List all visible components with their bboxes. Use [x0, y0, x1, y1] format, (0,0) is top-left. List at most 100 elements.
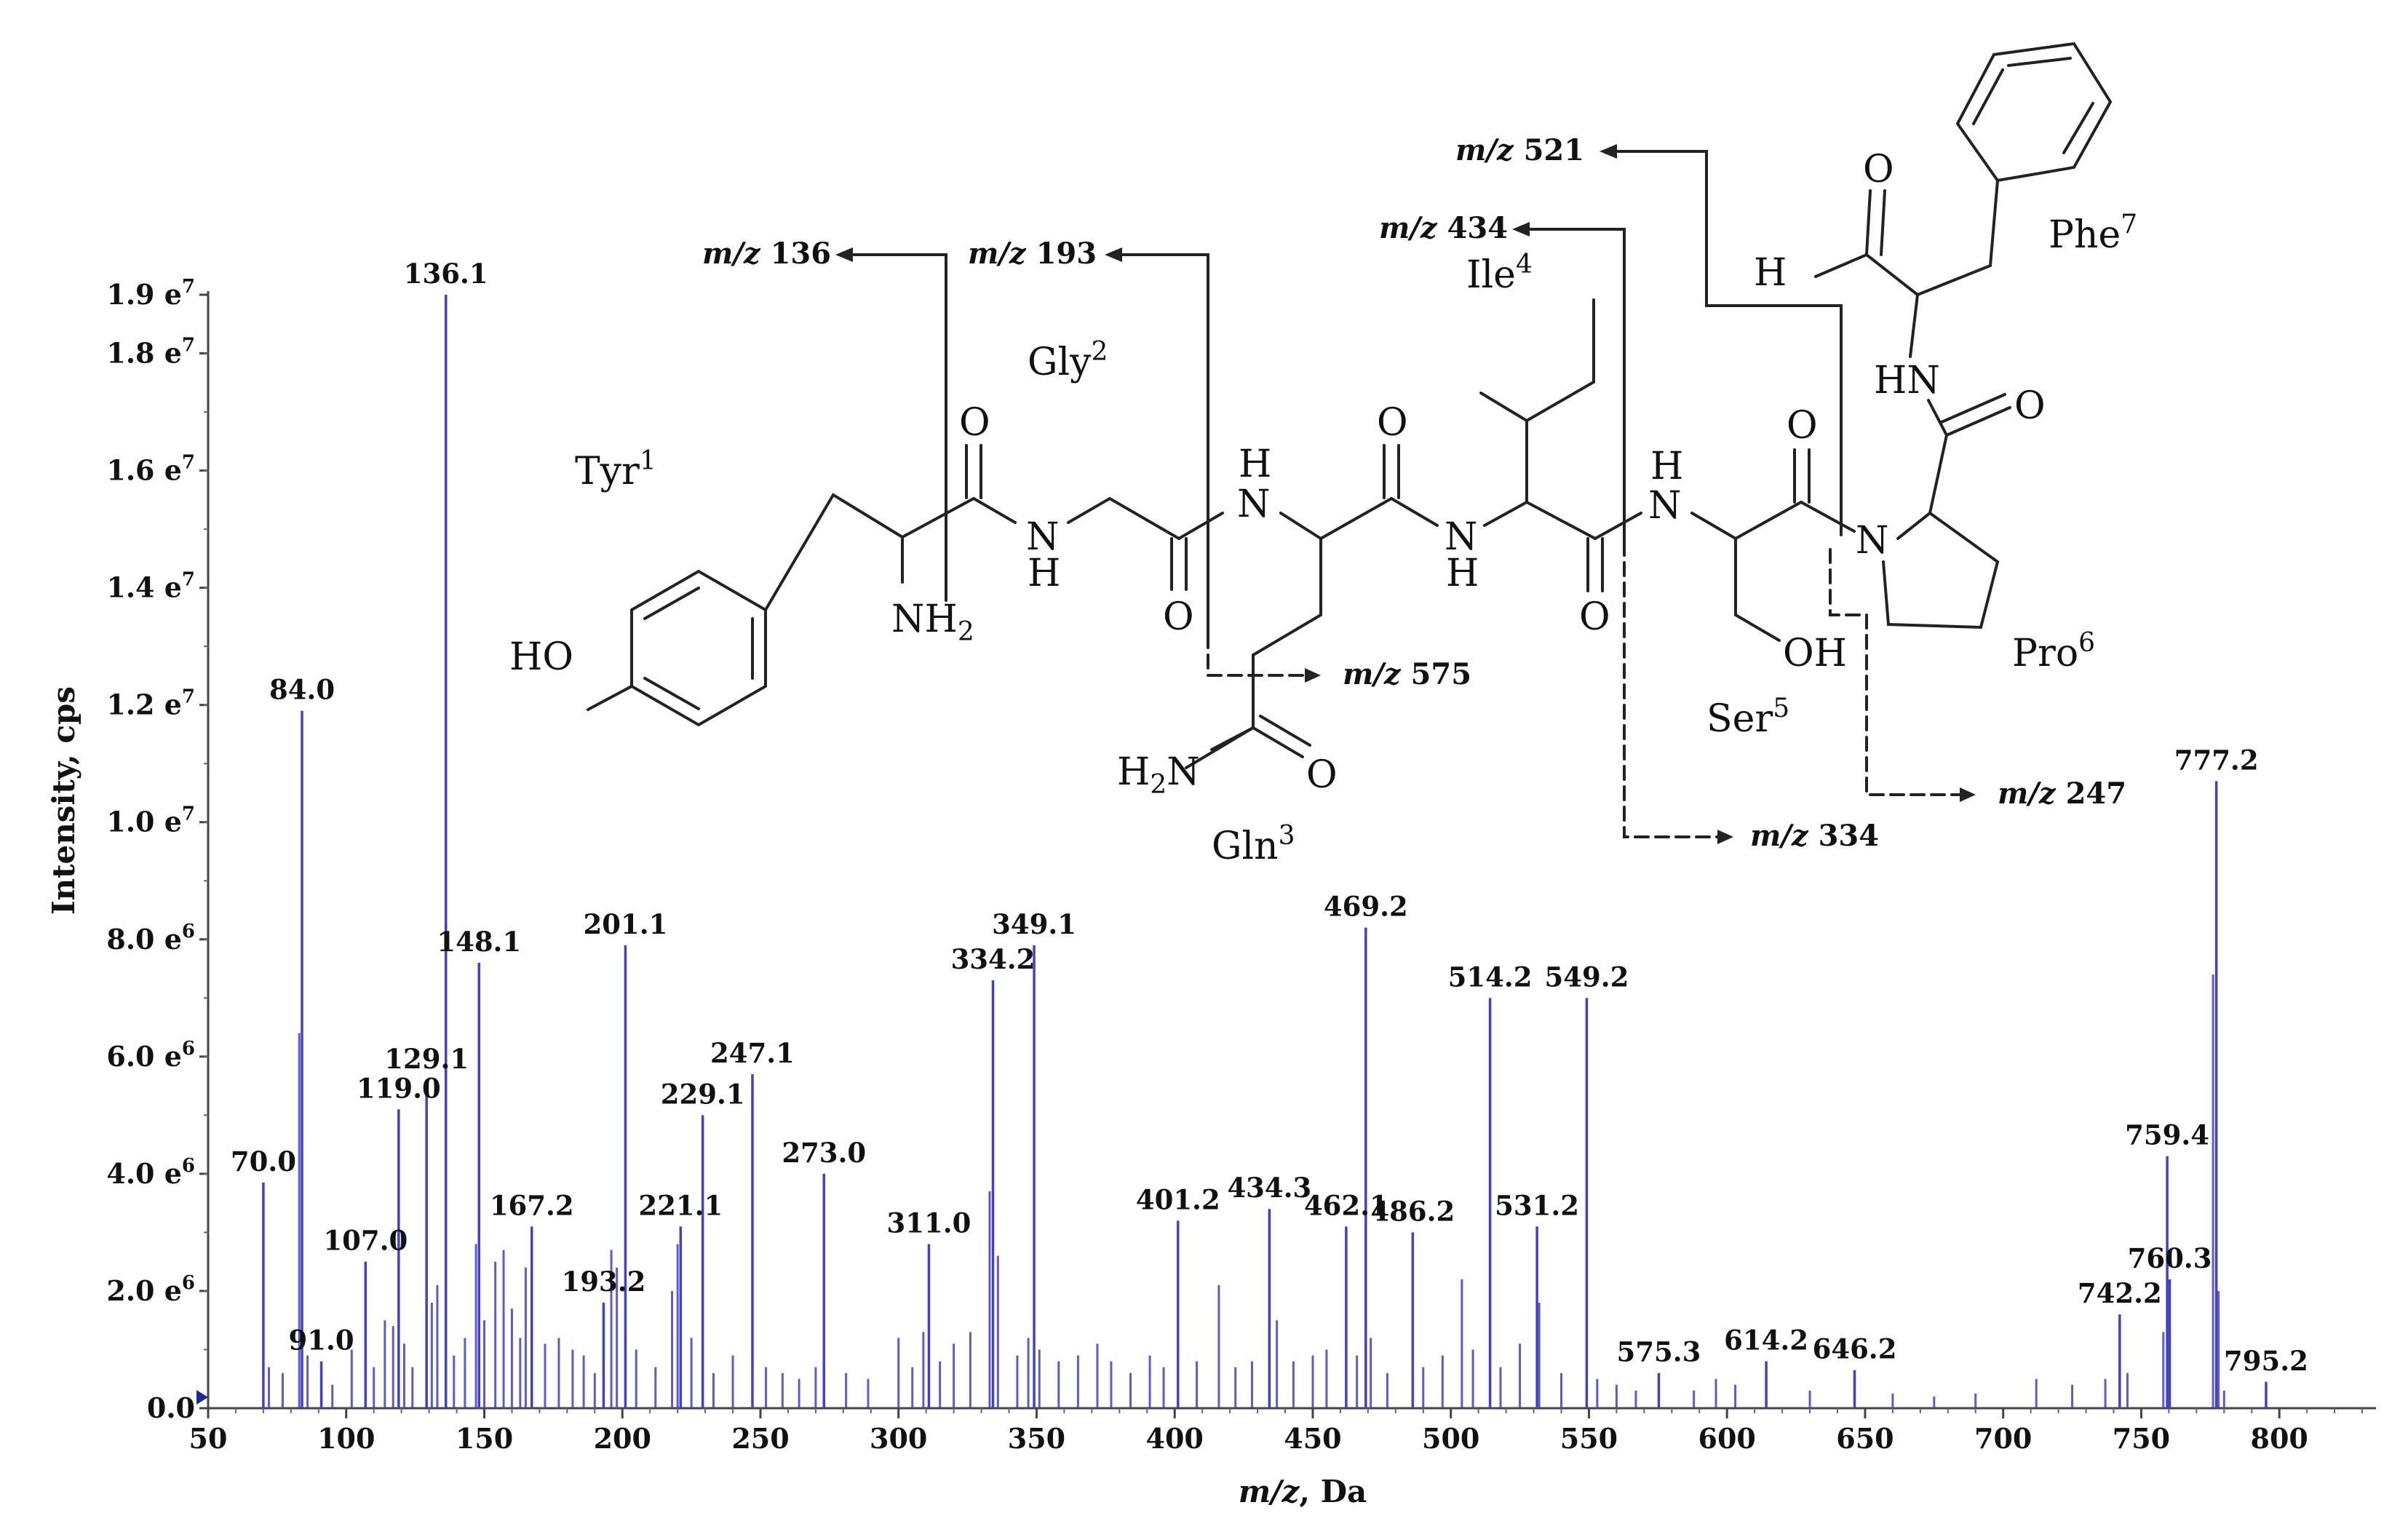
pro-carbonyl-b	[1940, 393, 2006, 424]
peak-label: 469.2	[1324, 891, 1408, 923]
tyr-side-chain	[764, 493, 904, 611]
residue-tyr: Tyr1	[575, 446, 656, 493]
peak-label: 129.1	[384, 1043, 469, 1075]
frag-521-arrowhead	[1600, 144, 1617, 159]
frag-521-label: m/z 521	[1455, 133, 1584, 167]
x-tick-label: 600	[1698, 1422, 1756, 1455]
peak-label: 334.2	[951, 943, 1036, 975]
phe-aldehyde	[1814, 253, 1919, 296]
frag-575-line	[1207, 552, 1315, 677]
gln-alpha-bond	[1279, 512, 1322, 540]
x-axis-title: m/z, Da	[1239, 1474, 1367, 1509]
frag-247-line	[1829, 548, 1970, 796]
atom-h-gly: H	[1028, 552, 1060, 595]
peak-label: 486.2	[1370, 1195, 1455, 1227]
frag-334-line	[1623, 541, 1728, 838]
peak-label: 401.2	[1136, 1183, 1220, 1215]
atom-n-gly: N	[1026, 515, 1060, 559]
phe-n-bond	[1927, 399, 1948, 437]
peak-label: 107.0	[323, 1225, 408, 1257]
x-tick-label: 250	[731, 1422, 789, 1455]
ser-side-chain	[1734, 537, 1781, 642]
frag-193-label: m/z 193	[968, 237, 1097, 271]
gln-co-bond	[1319, 497, 1393, 540]
peak-label: 201.1	[583, 908, 667, 940]
peak-labels: 70.084.091.0107.0119.0129.1136.1148.1167…	[231, 258, 2308, 1377]
y-tick-label: 6.0 e6	[106, 1038, 195, 1073]
atom-h-ser: H	[1650, 445, 1683, 488]
peptide-structure	[587, 41, 2113, 844]
gln-side-chain	[1185, 537, 1322, 769]
ser-n-bond	[1594, 512, 1642, 540]
gln-amide-o-b	[1259, 715, 1311, 747]
x-tick-label: 200	[594, 1422, 651, 1455]
tyr-ring-double-3	[643, 677, 700, 710]
x-tick-label: 650	[1836, 1422, 1894, 1455]
x-tick-label: 400	[1146, 1422, 1204, 1455]
frag-136-label: m/z 136	[702, 237, 831, 271]
phe-aldehyde-o-a	[1865, 189, 1872, 256]
atom-o-ile: O	[1579, 595, 1610, 639]
y-tick-label: 1.0 e7	[106, 803, 195, 838]
atom-h-gln: H	[1239, 442, 1271, 486]
peak-label: 742.2	[2078, 1277, 2162, 1309]
origin-marker	[196, 1390, 208, 1405]
peak-label: 167.2	[490, 1189, 574, 1221]
labeled-peaks	[262, 295, 2268, 1408]
frag-136-arrowhead	[835, 247, 853, 262]
y-tick-label: 1.9 e7	[106, 276, 195, 311]
gly-n-bond	[972, 497, 1017, 524]
frag-434-line	[1516, 228, 1626, 555]
peak-label: 229.1	[661, 1078, 745, 1110]
ile-alpha-bond	[1483, 501, 1528, 527]
atom-o-gln: O	[1377, 401, 1408, 445]
atom-h-ile: H	[1446, 552, 1479, 595]
atom-o-ser: O	[1787, 404, 1818, 448]
ile-co-bond	[1525, 501, 1597, 540]
peak-label: 759.4	[2125, 1119, 2209, 1151]
tyr-ho-bond	[587, 685, 633, 711]
atom-oh-ser: OH	[1783, 632, 1847, 675]
residue-labels: Tyr1 Gly2 Gln3 Ile4 Ser5 Pro6 Phe7	[575, 210, 2137, 868]
x-tick-label: 100	[317, 1422, 375, 1455]
gln-n-bond	[1177, 512, 1224, 540]
tyr-benzene-ring	[630, 569, 767, 727]
peak-label: 91.0	[289, 1325, 354, 1357]
frag-521-line	[1603, 150, 1843, 536]
frag-247-label: m/z 247	[1998, 777, 2126, 811]
ser-alpha-bond	[1690, 512, 1737, 540]
peak-label: 531.2	[1495, 1189, 1579, 1221]
peak-label: 247.1	[710, 1037, 795, 1069]
phe-ring-double-3	[2007, 57, 2072, 67]
phe-aldehyde-o-b	[1880, 189, 1886, 256]
peak-label: 119.0	[357, 1072, 441, 1104]
atom-n-ile: N	[1445, 515, 1478, 559]
atom-o-pro: O	[2014, 384, 2046, 428]
atom-o-tyr: O	[959, 401, 990, 445]
atom-n-ser: N	[1648, 484, 1682, 528]
pro-carbonyl-a	[1945, 406, 2011, 437]
frag-247-arrowhead	[1960, 787, 1976, 802]
structure-atom-labels: HO NH2 O N H O H N O H2N O N H O H N OH …	[509, 148, 2046, 800]
peak-label: 434.3	[1227, 1172, 1311, 1204]
residue-ile: Ile4	[1466, 250, 1533, 297]
peak-label: 311.0	[887, 1207, 971, 1239]
gln-amide-nh2-bond	[1210, 726, 1255, 751]
frag-434-arrowhead	[1512, 222, 1530, 237]
peak-label: 462.1	[1304, 1189, 1388, 1221]
x-tick-label: 150	[456, 1422, 513, 1455]
ser-co-bond	[1734, 501, 1803, 540]
tyr-co-bond	[901, 497, 975, 539]
pro-ring	[1882, 511, 2000, 630]
phe-benzene-ring	[1955, 41, 2113, 183]
atom-ho: HO	[509, 635, 573, 679]
x-tick-label: 700	[1974, 1422, 2032, 1455]
peak-label: 148.1	[437, 926, 521, 958]
frag-334-label: m/z 334	[1750, 819, 1879, 853]
atom-o-gln-amide: O	[1306, 753, 1338, 797]
phe-ring-double-1	[1972, 68, 2004, 125]
residue-ser: Ser5	[1706, 694, 1789, 741]
atom-nh2-tyr: NH2	[891, 597, 974, 647]
atom-h-aldehyde: H	[1754, 251, 1787, 295]
